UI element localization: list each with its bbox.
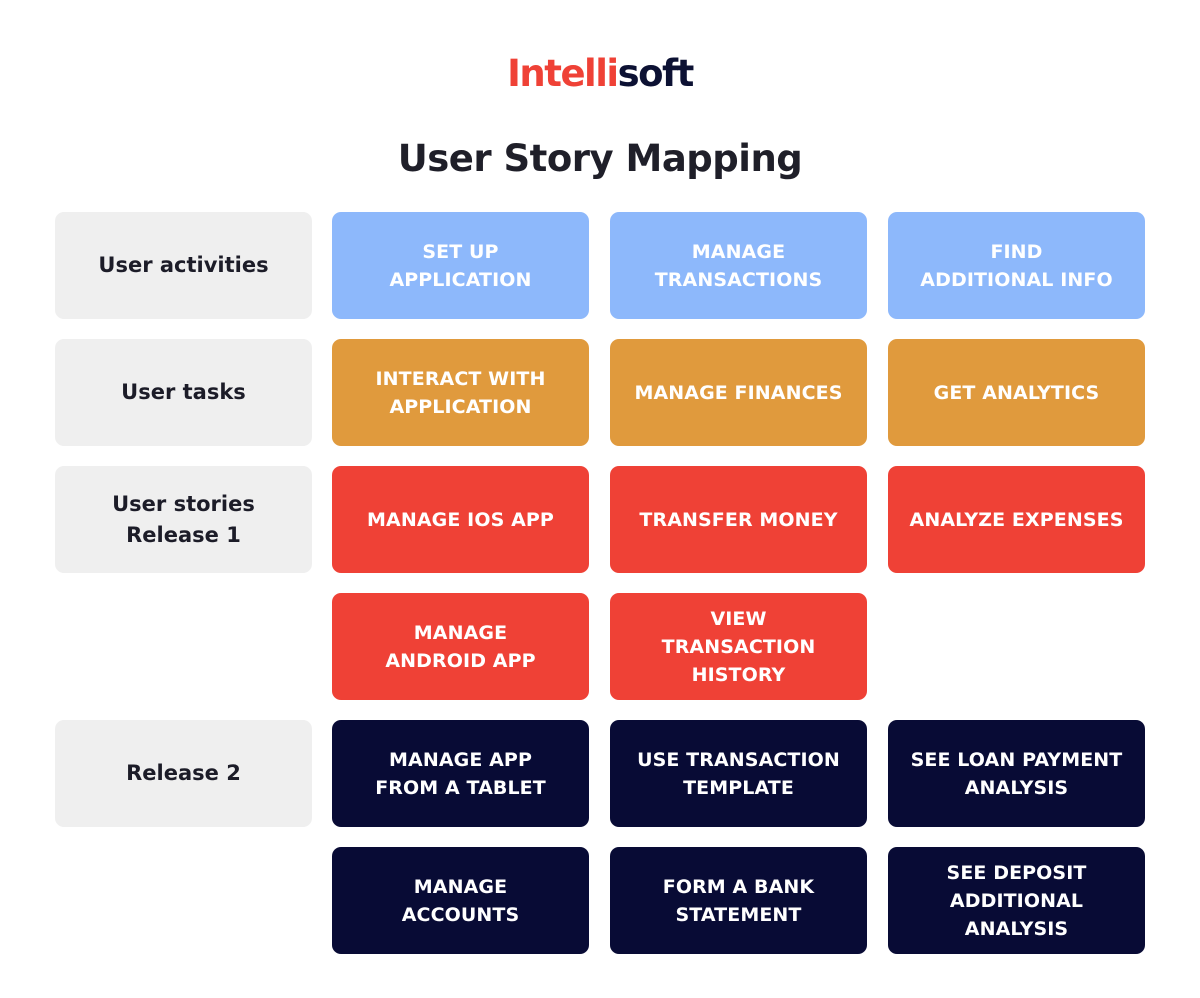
story-card-form-bank-statement[interactable]: FORM A BANK STATEMENT [610,847,867,954]
task-card-get-analytics[interactable]: GET ANALYTICS [888,339,1145,446]
page-title: User Story Mapping [397,137,803,180]
row-label-user-tasks: User tasks [55,339,312,446]
row-label-user-activities: User activities [55,212,312,319]
logo-part-intelli: Intelli [507,52,619,95]
task-card-interact-with-application[interactable]: INTERACT WITH APPLICATION [332,339,589,446]
row-label-user-stories-release-1: User stories Release 1 [55,466,312,573]
row-label-release-2: Release 2 [55,720,312,827]
intellisoft-logo: Intellisoft [0,48,1200,100]
task-card-manage-finances[interactable]: MANAGE FINANCES [610,339,867,446]
activity-card-manage-transactions[interactable]: MANAGE TRANSACTIONS [610,212,867,319]
story-card-view-transaction-history[interactable]: VIEW TRANSACTION HISTORY [610,593,867,700]
story-card-see-loan-payment-analysis[interactable]: SEE LOAN PAYMENT ANALYSIS [888,720,1145,827]
story-card-manage-android-app[interactable]: MANAGE ANDROID APP [332,593,589,700]
story-card-use-transaction-template[interactable]: USE TRANSACTION TEMPLATE [610,720,867,827]
activity-card-find-additional-info[interactable]: FIND ADDITIONAL INFO [888,212,1145,319]
story-card-transfer-money[interactable]: TRANSFER MONEY [610,466,867,573]
logo-part-soft: soft [617,52,695,95]
story-card-manage-app-from-tablet[interactable]: MANAGE APP FROM A TABLET [332,720,589,827]
story-card-manage-ios-app[interactable]: MANAGE IOS APP [332,466,589,573]
story-card-manage-accounts[interactable]: MANAGE ACCOUNTS [332,847,589,954]
activity-card-set-up-application[interactable]: SET UP APPLICATION [332,212,589,319]
story-card-analyze-expenses[interactable]: ANALYZE EXPENSES [888,466,1145,573]
story-card-see-deposit-additional-analysis[interactable]: SEE DEPOSIT ADDITIONAL ANALYSIS [888,847,1145,954]
